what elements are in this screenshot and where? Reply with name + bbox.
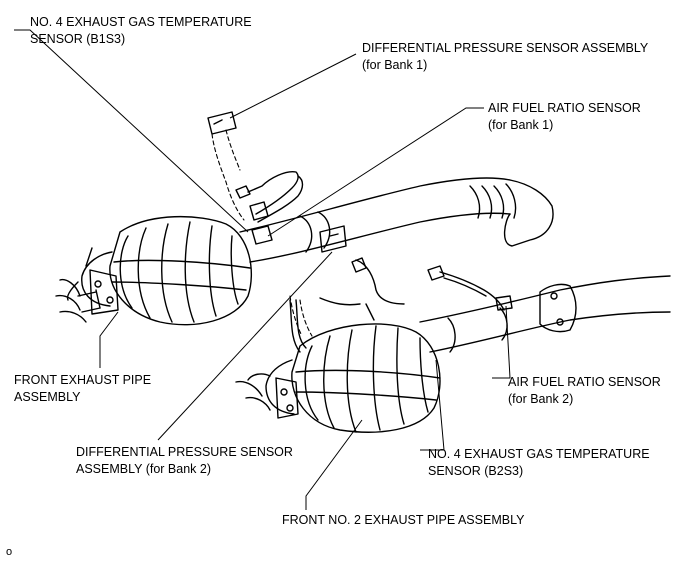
bank2-converter	[235, 323, 441, 433]
leader-egt-b1s3	[14, 29, 249, 233]
corner-mark: o	[6, 544, 12, 561]
label-egt-sensor-b2s3: NO. 4 EXHAUST GAS TEMPERATURE SENSOR (B2…	[428, 446, 650, 480]
label-afr-bank2-line2: (for Bank 2)	[508, 392, 574, 406]
front-no2-pipe-flange	[275, 377, 299, 419]
label-egt-b1s3-line2: SENSOR (B1S3)	[30, 32, 126, 46]
label-egt-b1s3-line1: NO. 4 EXHAUST GAS TEMPERATURE	[30, 15, 252, 29]
bank1-hoses	[211, 129, 245, 221]
label-front-pipe-line2: ASSEMBLY	[14, 390, 81, 404]
label-afr-bank1-line2: (for Bank 1)	[488, 118, 554, 132]
bank1-sensor-wiring	[207, 111, 304, 245]
leader-dps-bank2	[157, 251, 333, 441]
leader-egt-b2s3	[420, 359, 445, 451]
leader-afr-bank2	[492, 305, 511, 379]
label-dps-bank2-line2: ASSEMBLY (for Bank 2)	[76, 462, 212, 476]
label-dps-bank2: DIFFERENTIAL PRESSURE SENSOR ASSEMBLY (f…	[76, 444, 293, 478]
leader-front-pipe	[99, 311, 119, 368]
leader-lines	[14, 29, 511, 510]
leader-front-no2-pipe	[305, 419, 363, 510]
bank2-tube	[289, 299, 307, 353]
label-afr-bank2-line1: AIR FUEL RATIO SENSOR	[508, 375, 661, 389]
label-afr-bank2: AIR FUEL RATIO SENSOR (for Bank 2)	[508, 374, 661, 408]
label-egt-b2s3-line1: NO. 4 EXHAUST GAS TEMPERATURE	[428, 447, 650, 461]
label-egt-b2s3-line2: SENSOR (B2S3)	[428, 464, 524, 478]
bank2-sensor-wiring	[319, 257, 513, 321]
label-dps-bank1: DIFFERENTIAL PRESSURE SENSOR ASSEMBLY (f…	[362, 40, 648, 74]
label-front-no2-pipe-line1: FRONT NO. 2 EXHAUST PIPE ASSEMBLY	[282, 513, 525, 527]
leader-dps-bank1	[229, 53, 357, 119]
bank1-converter	[55, 215, 253, 326]
front-pipe-flange	[77, 269, 119, 315]
bank2-pipe	[419, 275, 671, 353]
label-afr-bank1: AIR FUEL RATIO SENSOR (for Bank 1)	[488, 100, 641, 134]
label-front-pipe-line1: FRONT EXHAUST PIPE	[14, 373, 152, 387]
label-dps-bank2-line1: DIFFERENTIAL PRESSURE SENSOR	[76, 445, 293, 459]
label-front-exhaust-pipe: FRONT EXHAUST PIPE ASSEMBLY	[14, 372, 151, 406]
bank1-pipe	[239, 177, 554, 263]
label-egt-sensor-b1s3: NO. 4 EXHAUST GAS TEMPERATURE SENSOR (B1…	[30, 14, 252, 48]
bank2-dps-bracket	[319, 225, 347, 253]
label-afr-bank1-line1: AIR FUEL RATIO SENSOR	[488, 101, 641, 115]
label-front-no2-exhaust-pipe: FRONT NO. 2 EXHAUST PIPE ASSEMBLY	[282, 512, 524, 529]
bank2-hoses	[289, 295, 313, 337]
corner-mark-text: o	[6, 546, 13, 558]
label-dps-bank1-line1: DIFFERENTIAL PRESSURE SENSOR ASSEMBLY	[362, 41, 649, 55]
label-dps-bank1-line2: (for Bank 1)	[362, 58, 428, 72]
leader-afr-bank1	[267, 107, 484, 237]
